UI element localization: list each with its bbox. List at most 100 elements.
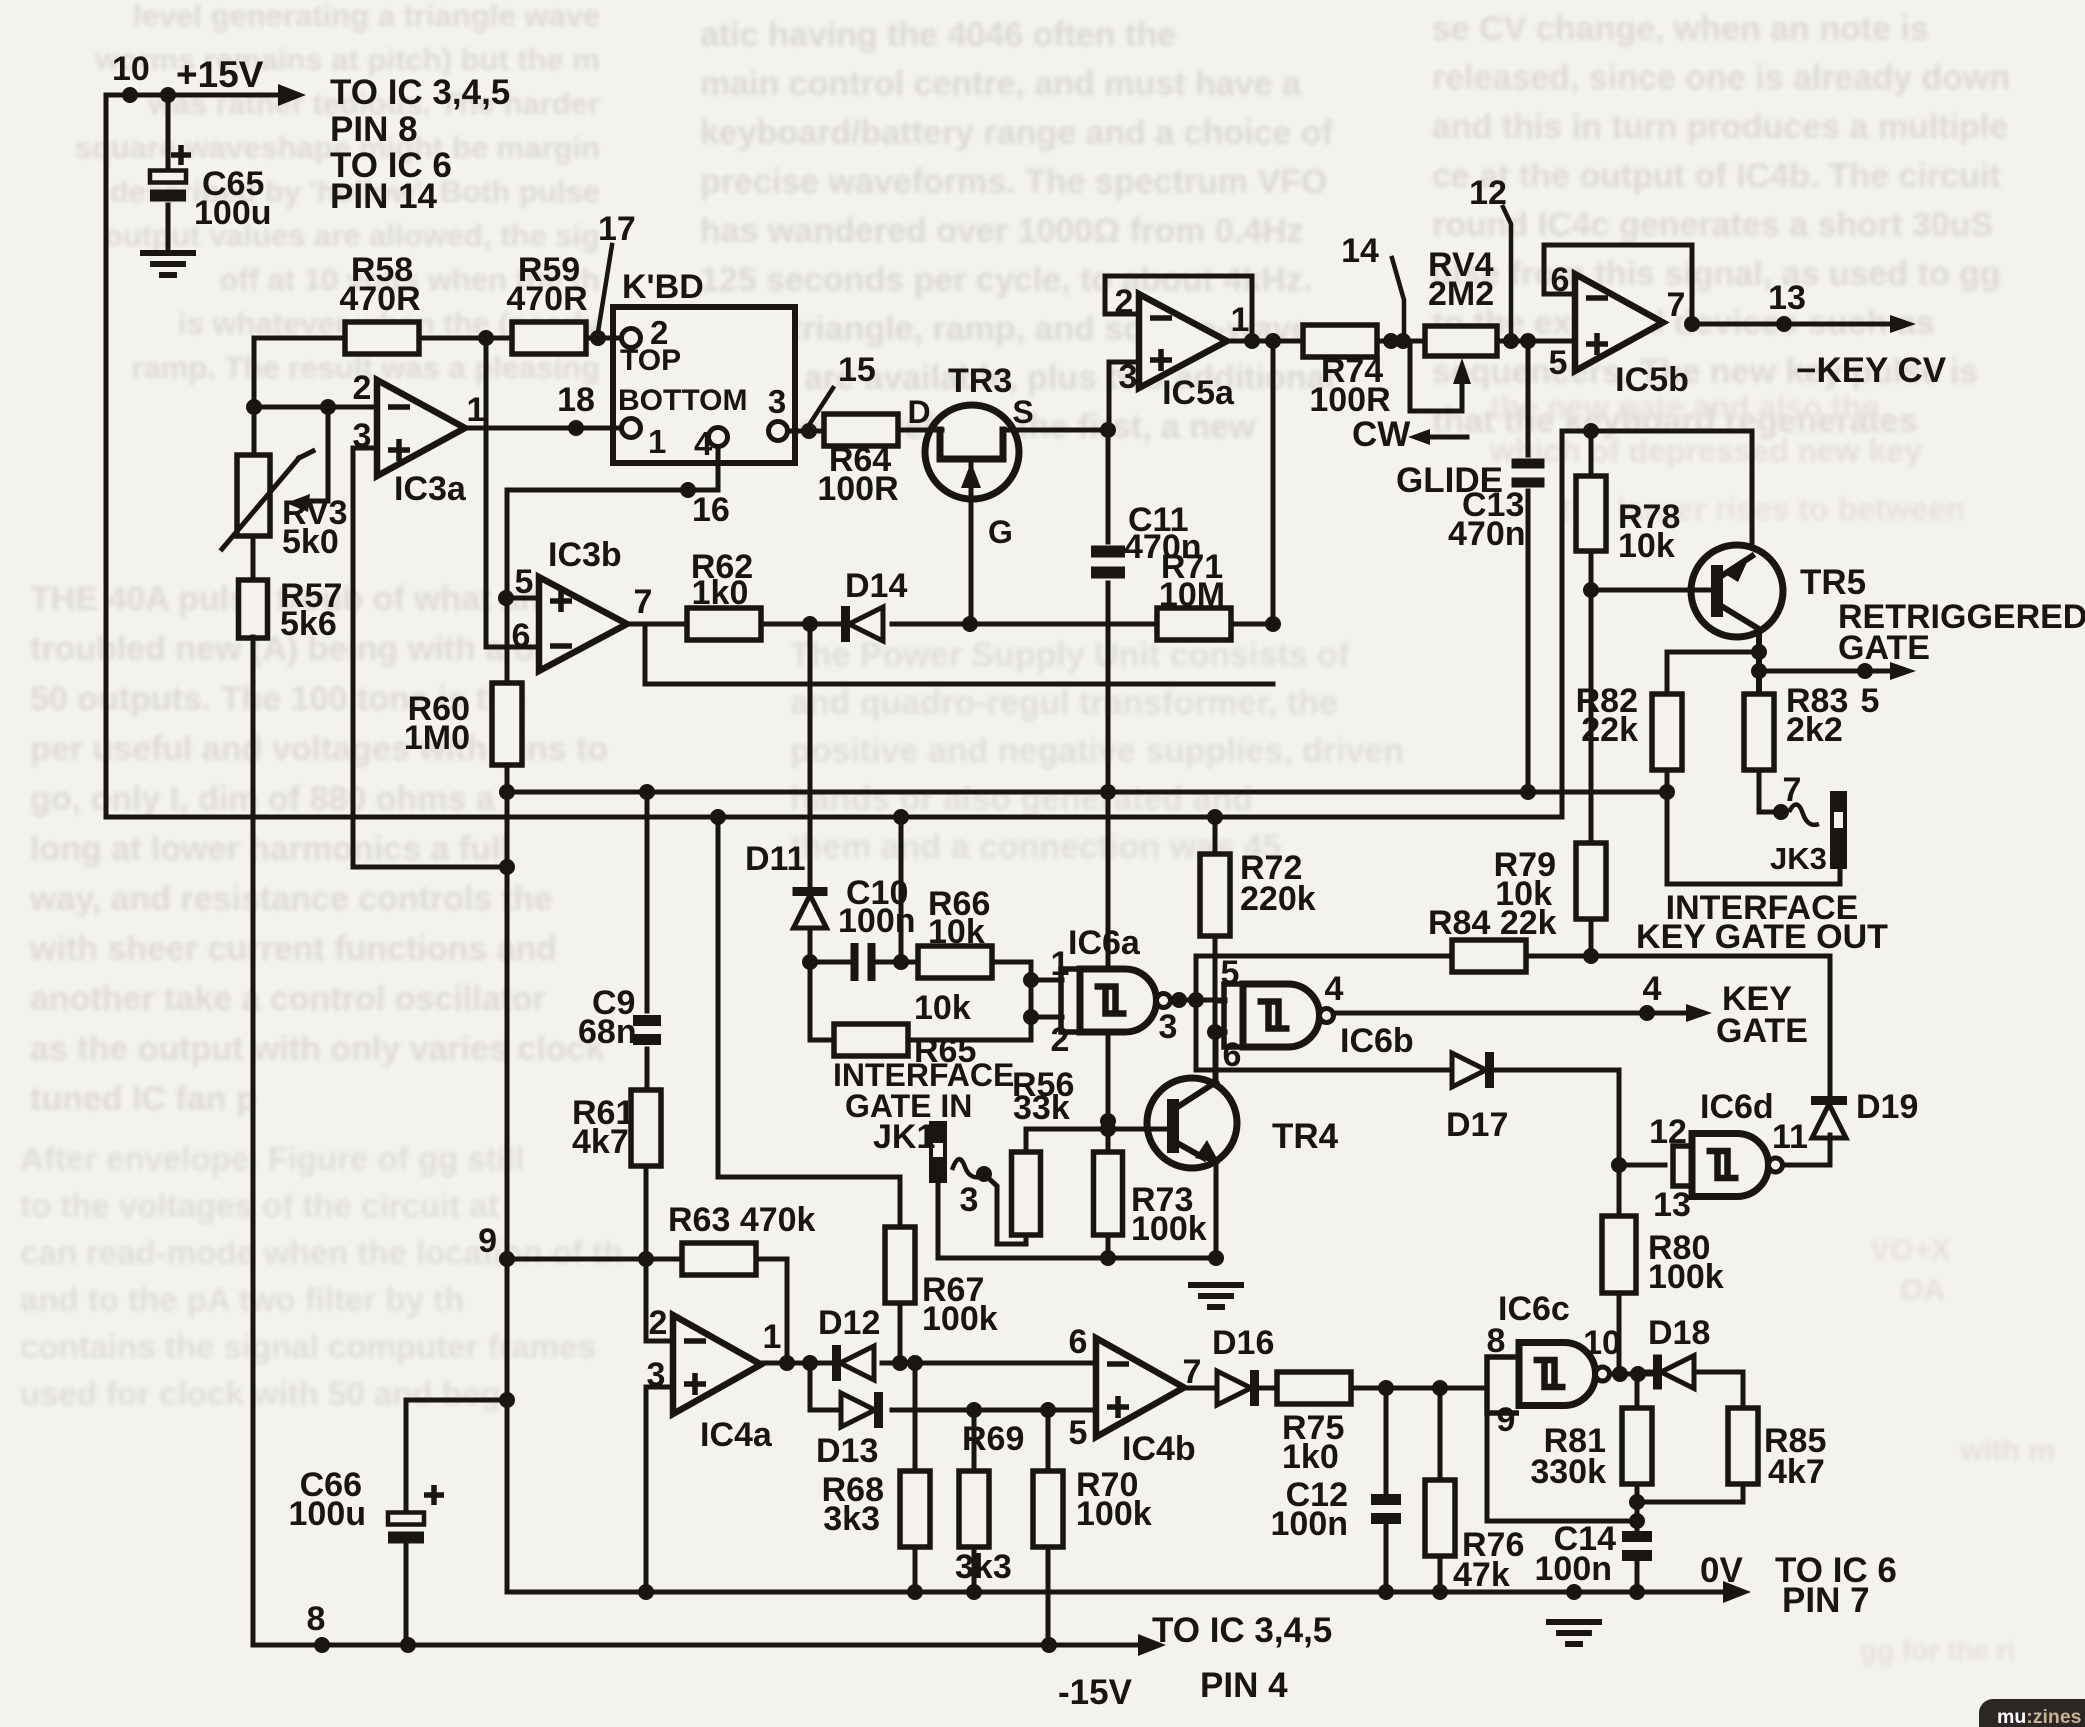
svg-text:10k: 10k bbox=[1495, 875, 1552, 913]
svg-text:INTERFACE: INTERFACE bbox=[833, 1057, 1014, 1093]
svg-text:was rather tedious. The harder: was rather tedious. The harder bbox=[148, 86, 600, 121]
svg-text:5: 5 bbox=[1549, 344, 1568, 382]
svg-text:main control centre, and must: main control centre, and must have a bbox=[700, 65, 1302, 103]
svg-text:IC6c: IC6c bbox=[1498, 1290, 1570, 1328]
svg-text:atic having the 4046 often the: atic having the 4046 often the bbox=[700, 16, 1176, 54]
svg-text:RV4: RV4 bbox=[1428, 246, 1494, 284]
svg-text:TR5: TR5 bbox=[1800, 563, 1866, 602]
svg-text:1: 1 bbox=[1051, 945, 1070, 983]
svg-text:5k6: 5k6 bbox=[280, 605, 337, 643]
svg-text:5k0: 5k0 bbox=[282, 523, 339, 561]
svg-text:5: 5 bbox=[1221, 954, 1240, 992]
svg-text:100n: 100n bbox=[838, 902, 916, 940]
svg-text:3: 3 bbox=[1159, 1008, 1178, 1046]
svg-text:68n: 68n bbox=[578, 1013, 637, 1051]
svg-text:IC6d: IC6d bbox=[1700, 1088, 1774, 1126]
svg-text:7: 7 bbox=[1783, 771, 1802, 809]
svg-text:contains the signal computer f: contains the signal computer frames bbox=[20, 1328, 596, 1365]
svg-text:positive and negative supplies: positive and negative supplies, driven bbox=[790, 732, 1404, 770]
svg-text:R84 22k: R84 22k bbox=[1428, 904, 1557, 942]
svg-text:R61: R61 bbox=[572, 1094, 634, 1132]
svg-text:R58: R58 bbox=[351, 251, 413, 289]
svg-text:6: 6 bbox=[1069, 1323, 1088, 1361]
svg-text:R81: R81 bbox=[1544, 1422, 1606, 1460]
svg-text:10: 10 bbox=[1583, 1324, 1621, 1362]
svg-text:R82: R82 bbox=[1576, 682, 1638, 720]
svg-text:has wandered over 1000Ω from 0: has wandered over 1000Ω from 0.4Hz bbox=[700, 212, 1304, 250]
svg-text:13: 13 bbox=[1768, 279, 1806, 317]
svg-text:R66: R66 bbox=[928, 885, 990, 923]
svg-text:After envelope. Figure of gg s: After envelope. Figure of gg still bbox=[20, 1140, 524, 1177]
svg-text:100R: 100R bbox=[817, 470, 898, 508]
svg-text:the new gate and also the: the new gate and also the bbox=[1490, 389, 1879, 425]
svg-text:100u: 100u bbox=[194, 194, 272, 232]
svg-text:470n: 470n bbox=[1124, 528, 1202, 566]
svg-text:R69: R69 bbox=[962, 1420, 1024, 1458]
svg-text:3: 3 bbox=[768, 383, 786, 420]
svg-text:−KEY CV: −KEY CV bbox=[1796, 351, 1947, 390]
svg-text:OA: OA bbox=[1900, 1274, 1945, 1307]
svg-text:6: 6 bbox=[1223, 1036, 1242, 1074]
svg-text:R75: R75 bbox=[1282, 1409, 1344, 1447]
svg-text:R62: R62 bbox=[691, 548, 753, 586]
svg-text:PIN 7: PIN 7 bbox=[1782, 1581, 1870, 1620]
svg-text:troubled new (A) being with a: troubled new (A) being with a of bbox=[30, 630, 546, 668]
svg-text:3k3: 3k3 bbox=[955, 1548, 1012, 1586]
svg-text:4: 4 bbox=[1643, 970, 1662, 1008]
svg-text:TO IC 3,4,5: TO IC 3,4,5 bbox=[330, 73, 510, 112]
svg-text:G: G bbox=[988, 514, 1013, 550]
svg-text:IC4b: IC4b bbox=[1122, 1430, 1196, 1468]
svg-text:RV3: RV3 bbox=[282, 494, 348, 532]
svg-text:IC3a: IC3a bbox=[394, 470, 467, 508]
svg-text:1: 1 bbox=[1231, 301, 1250, 339]
svg-text:forms are available, plus two: forms are available, plus two additional bbox=[700, 359, 1335, 397]
svg-text:R79: R79 bbox=[1494, 846, 1556, 884]
svg-text:RETRIGGERED: RETRIGGERED bbox=[1838, 598, 2085, 636]
svg-text:7: 7 bbox=[634, 583, 653, 621]
svg-text:se CV change, when an note is: se CV change, when an note is bbox=[1432, 10, 1929, 48]
svg-text:3: 3 bbox=[353, 417, 372, 455]
svg-text:0V: 0V bbox=[1700, 1551, 1743, 1590]
svg-text:100u: 100u bbox=[289, 1495, 367, 1533]
svg-text:11: 11 bbox=[1772, 1118, 1808, 1156]
svg-text:D16: D16 bbox=[1212, 1324, 1274, 1362]
svg-text:the larger rises to between: the larger rises to between bbox=[1560, 491, 1965, 527]
svg-text:with m: with m bbox=[1959, 1434, 2055, 1467]
svg-text:R70: R70 bbox=[1076, 1466, 1138, 1504]
svg-text:C12: C12 bbox=[1286, 1476, 1348, 1514]
svg-text:D13: D13 bbox=[816, 1432, 878, 1470]
svg-text:round IC4c generates a short 3: round IC4c generates a short 30uS bbox=[1432, 206, 1993, 244]
svg-text:long at lower harmonics a full: long at lower harmonics a full bbox=[30, 830, 510, 868]
svg-text:8: 8 bbox=[1487, 1322, 1506, 1360]
svg-text:470n: 470n bbox=[1448, 515, 1526, 553]
svg-text:10: 10 bbox=[112, 50, 150, 88]
svg-text:16: 16 bbox=[692, 491, 730, 529]
svg-text:33k: 33k bbox=[1013, 1089, 1070, 1127]
svg-text:IC5b: IC5b bbox=[1615, 361, 1689, 399]
svg-text:C65: C65 bbox=[202, 165, 264, 203]
svg-text:GATE IN: GATE IN bbox=[845, 1088, 972, 1124]
svg-text:KEY GATE OUT: KEY GATE OUT bbox=[1636, 918, 1888, 956]
svg-text:6: 6 bbox=[512, 617, 531, 655]
svg-text:D17: D17 bbox=[1446, 1106, 1508, 1144]
svg-text:10k: 10k bbox=[1618, 527, 1675, 565]
svg-text:5: 5 bbox=[515, 563, 534, 601]
svg-text:GATE: GATE bbox=[1838, 629, 1930, 667]
svg-text:17: 17 bbox=[598, 210, 636, 248]
svg-text:C13: C13 bbox=[1462, 486, 1524, 524]
svg-text:BOTTOM: BOTTOM bbox=[618, 384, 747, 417]
svg-text:470R: 470R bbox=[339, 280, 420, 318]
svg-text:2: 2 bbox=[649, 1304, 668, 1342]
svg-text:13: 13 bbox=[1653, 1186, 1691, 1224]
svg-text:1: 1 bbox=[467, 391, 486, 429]
svg-text:D11: D11 bbox=[745, 840, 806, 878]
svg-text:4k7: 4k7 bbox=[572, 1123, 629, 1161]
svg-text:9: 9 bbox=[478, 1222, 497, 1260]
svg-text:3: 3 bbox=[1119, 358, 1138, 396]
svg-text:precise waveforms. The spectru: precise waveforms. The spectrum VFO bbox=[700, 163, 1327, 201]
svg-text:TO IC 6: TO IC 6 bbox=[330, 146, 452, 185]
svg-text:5: 5 bbox=[1861, 682, 1880, 720]
svg-text:100k: 100k bbox=[922, 1300, 998, 1338]
svg-text:100k: 100k bbox=[1648, 1258, 1724, 1296]
svg-text:2k2: 2k2 bbox=[1786, 711, 1843, 749]
